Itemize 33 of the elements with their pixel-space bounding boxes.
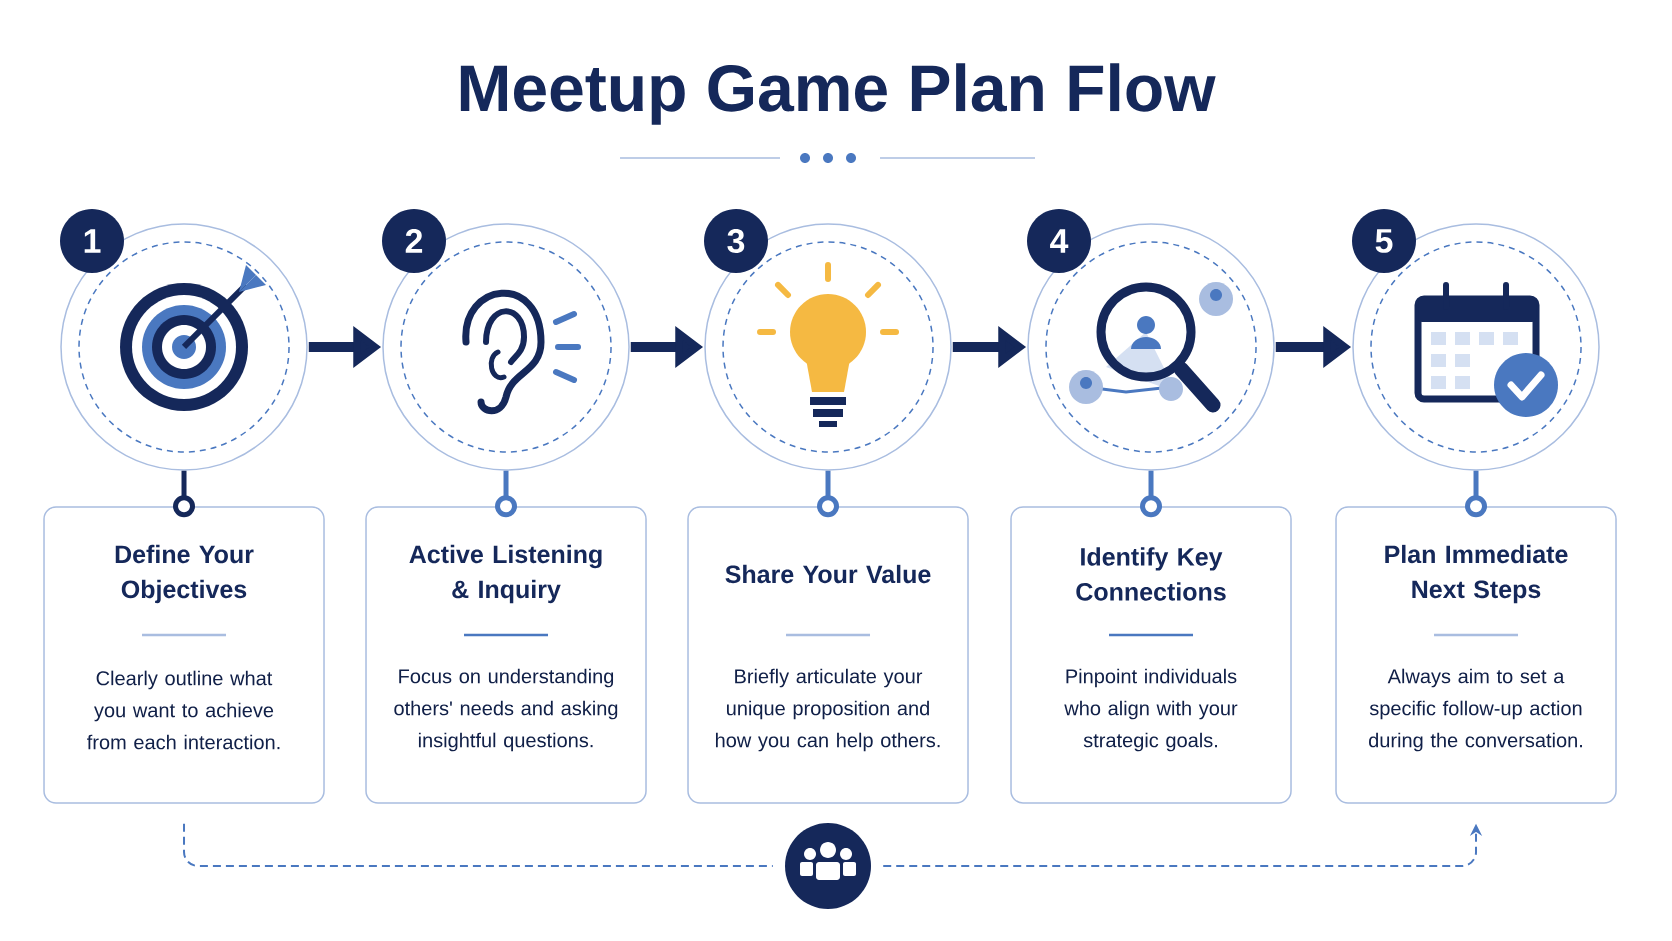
connector-stem xyxy=(1465,470,1487,518)
connector-stem xyxy=(817,470,839,518)
step-circle xyxy=(60,223,308,471)
number-badge: 3 xyxy=(704,209,768,273)
step-circle xyxy=(382,223,630,471)
connector-stem xyxy=(173,470,195,518)
card-body: Briefly articulate your unique proposition and how you can help others. xyxy=(716,668,940,752)
step-card xyxy=(1335,506,1617,804)
number-badge: 4 xyxy=(1027,209,1091,273)
card-heading: Share Your Value xyxy=(725,564,931,584)
card-heading: Active Listening & Inquiry xyxy=(409,544,602,604)
card-heading: Define Your Objectives xyxy=(115,544,254,604)
step-circle xyxy=(1027,223,1275,471)
card-heading: Identify Key Connections xyxy=(1076,547,1226,601)
number-badge: 1 xyxy=(60,209,124,273)
step-card xyxy=(43,506,325,804)
connector-stem xyxy=(495,470,517,518)
step-circle xyxy=(1352,223,1600,471)
card-body: Focus on understanding others' needs and asking insightful questions. xyxy=(394,668,618,752)
step-circle xyxy=(704,223,952,471)
card-heading: Plan Immediate Next Steps xyxy=(1385,544,1568,604)
step-card xyxy=(365,506,647,804)
number-badge: 2 xyxy=(382,209,446,273)
group-circle xyxy=(785,823,871,909)
card-body: Clearly outline what you want to achieve from each interaction. xyxy=(87,670,280,750)
card-body: Always aim to set a specific follow-up action during the conversation. xyxy=(1369,668,1582,752)
title: Meetup Game Plan Flow xyxy=(460,63,1216,125)
dashed-connector xyxy=(183,822,774,867)
number-badge: 5 xyxy=(1352,209,1416,273)
step-card xyxy=(687,506,969,804)
card-body: Pinpoint individuals who align with your strategic goals. xyxy=(1064,668,1238,752)
connector-stem xyxy=(1140,470,1162,518)
step-card xyxy=(1010,506,1292,804)
